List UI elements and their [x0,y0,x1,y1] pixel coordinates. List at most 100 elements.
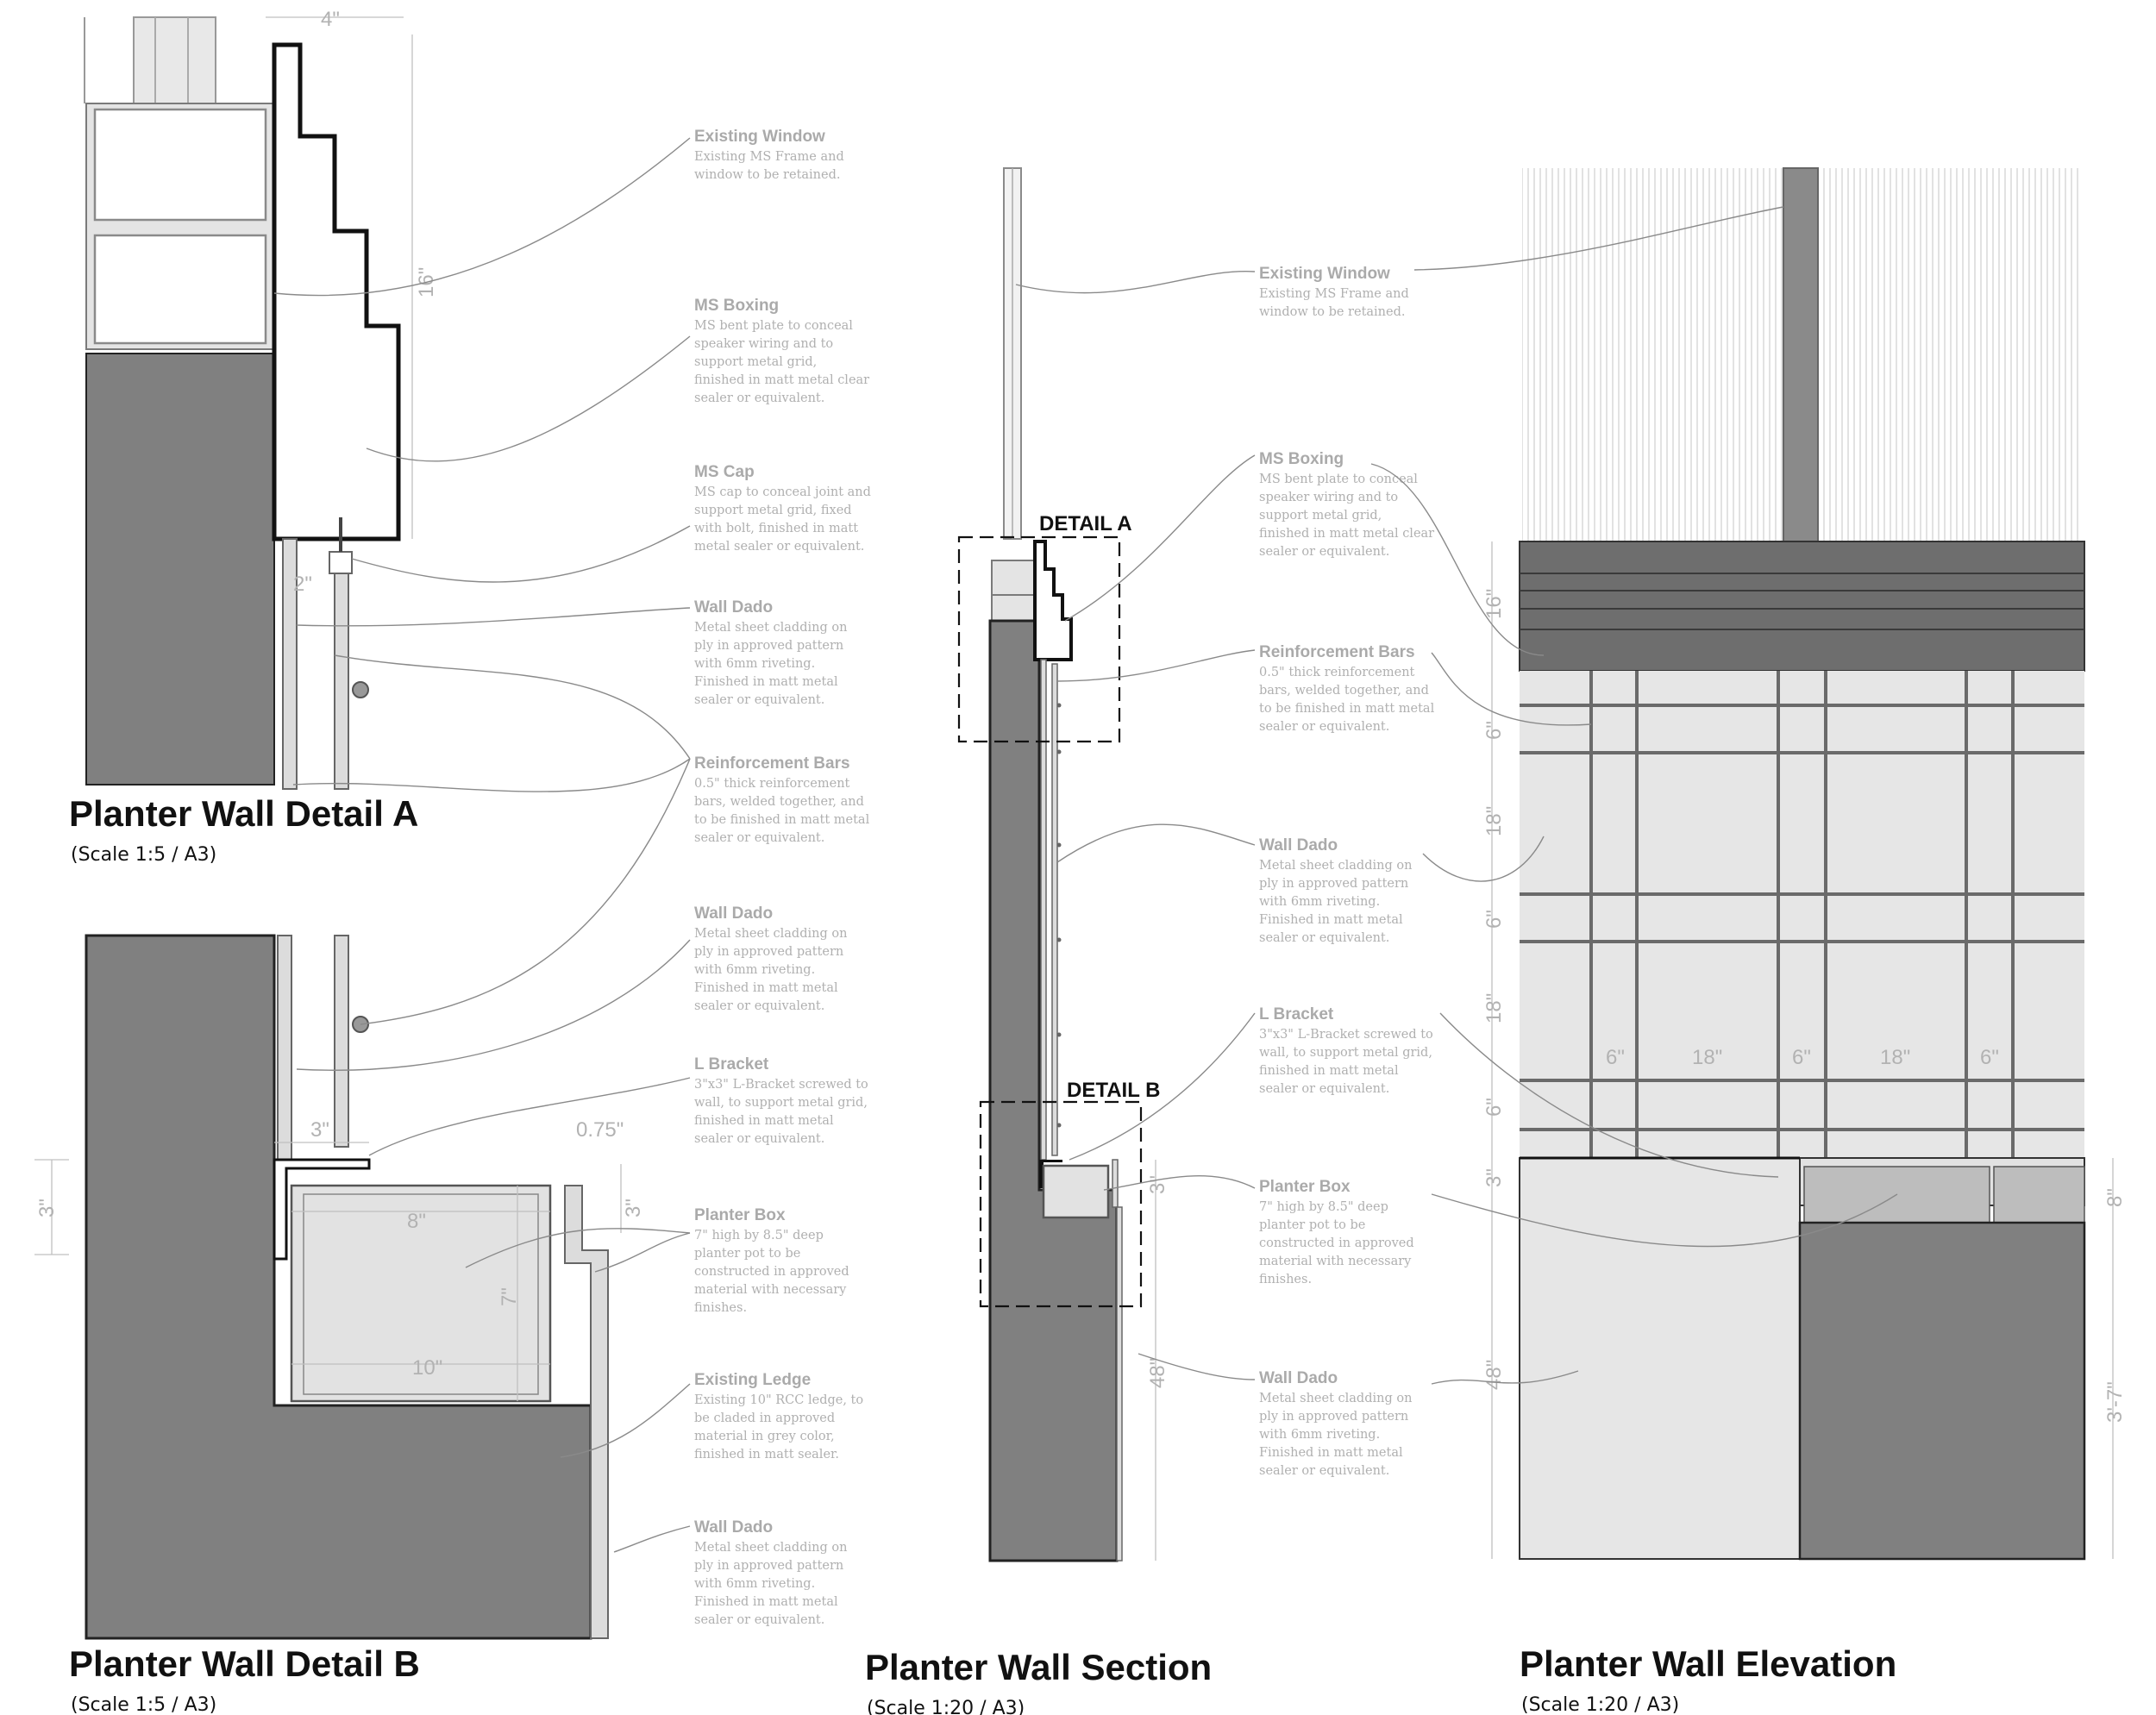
svg-text:sealer or equivalent.: sealer or equivalent. [694,1613,824,1627]
svg-text:finished in matt sealer.: finished in matt sealer. [694,1448,839,1462]
elev-dim-3-in: 3" [1482,1168,1506,1187]
svg-text:Finished in matt metal: Finished in matt metal [1259,913,1403,927]
svg-text:finished in matt metal clear: finished in matt metal clear [694,373,869,387]
svg-text:Finished in matt metal: Finished in matt metal [694,1595,838,1609]
svg-text:with 6mm riveting.: with 6mm riveting. [1259,1428,1380,1442]
svg-text:sealer or equivalent.: sealer or equivalent. [1259,720,1389,734]
svg-text:material with necessary: material with necessary [1259,1255,1412,1268]
svg-text:wall, to support metal grid,: wall, to support metal grid, [1259,1046,1432,1060]
annotation-existing-ledge: Existing Ledge Existing 10" RCC ledge, t… [694,1371,863,1462]
svg-text:finished in matt metal clear: finished in matt metal clear [1259,527,1434,541]
elev-dim-48-in: 48" [1482,1360,1506,1390]
svg-text:constructed in approved: constructed in approved [694,1265,849,1279]
svg-text:speaker wiring and to: speaker wiring and to [694,337,833,351]
detail-a-callout-box [957,535,1121,743]
dim-2-in: 2" [293,573,312,596]
elev-dim-6-in-h1: 6" [1606,1046,1625,1069]
window-pane-lower [93,234,267,345]
outer-wall-dado [564,1185,609,1639]
svg-text:sealer or equivalent.: sealer or equivalent. [1259,1464,1389,1478]
dim-10-in: 10" [412,1356,442,1380]
svg-text:Existing Window: Existing Window [1259,265,1390,283]
svg-text:0.5" thick reinforcement: 0.5" thick reinforcement [694,777,850,791]
l-bracket [273,1158,371,1261]
svg-text:L Bracket: L Bracket [1259,1005,1334,1023]
dim-075-in: 0.75" [576,1118,624,1142]
svg-text:sealer or equivalent.: sealer or equivalent. [694,831,824,845]
svg-text:MS Boxing: MS Boxing [1259,450,1344,468]
svg-text:window to be retained.: window to be retained. [1259,305,1406,319]
annotation-ms-boxing-a: MS Boxing MS bent plate to conceal speak… [694,297,869,405]
elev-dim-8-in: 8" [2103,1188,2127,1207]
annotation-reinforcement-bars-a: Reinforcement Bars 0.5" thick reinforcem… [694,754,870,845]
svg-text:wall, to support metal grid,: wall, to support metal grid, [694,1096,868,1110]
svg-text:to be finished in matt metal: to be finished in matt metal [694,813,870,827]
section-dim-3-in: 3" [1146,1175,1169,1194]
elev-dim-6-in-h3: 6" [1980,1046,1999,1069]
svg-text:planter pot to be: planter pot to be [1259,1218,1365,1232]
svg-text:ply in approved pattern: ply in approved pattern [694,639,843,653]
elev-dim-3-7: 3'-7" [2103,1381,2127,1423]
svg-text:with 6mm riveting.: with 6mm riveting. [694,657,815,671]
ms-cap-bolt-plate [329,551,353,574]
elevation-window-mullion [1783,167,1819,544]
svg-text:material with necessary: material with necessary [694,1283,847,1297]
dim-3-in-bracket: 3" [310,1118,329,1142]
svg-text:Wall Dado: Wall Dado [694,598,773,617]
svg-text:3"x3" L-Bracket screwed to: 3"x3" L-Bracket screwed to [694,1078,868,1092]
detail-b-drawing: 3" 3" 0.75" 3" 8" 7" 10" [34,934,645,1640]
svg-text:MS bent plate to conceal: MS bent plate to conceal [694,319,853,333]
section-ms-boxing [1033,540,1073,661]
section-scale: (Scale 1:20 / A3) [867,1698,1025,1715]
annotation-l-bracket-b: L Bracket 3"x3" L-Bracket screwed to wal… [694,1055,868,1146]
elevation-reinforcement-grid [1520,671,2084,1158]
annotation-ms-cap: MS Cap MS cap to conceal joint and suppo… [694,463,871,554]
annotation-wall-dado-a: Wall Dado Metal sheet cladding on ply in… [694,598,847,707]
elev-dim-16-in: 16" [1482,589,1506,619]
detail-b-callout-label: DETAIL B [1067,1079,1160,1102]
svg-text:7" high by 8.5" deep: 7" high by 8.5" deep [1259,1200,1388,1214]
annotation-reinforcement-bars-s: Reinforcement Bars 0.5" thick reinforcem… [1259,643,1435,734]
elevation-wall-dado [1520,671,2084,1158]
svg-text:Wall Dado: Wall Dado [1259,1369,1338,1387]
svg-text:MS Boxing: MS Boxing [694,297,779,315]
svg-text:Existing 10" RCC ledge, to: Existing 10" RCC ledge, to [694,1393,863,1407]
svg-text:Planter Box: Planter Box [1259,1178,1351,1196]
svg-text:finished in matt metal: finished in matt metal [1259,1064,1399,1078]
elevation-scale: (Scale 1:20 / A3) [1521,1694,1679,1715]
section-drawing: 3" 48" [957,167,1169,1562]
section-planter-box [1042,1164,1110,1219]
svg-text:sealer or equivalent.: sealer or equivalent. [1259,545,1389,559]
section-title: Planter Wall Section [865,1647,1212,1687]
wall-section [85,353,275,786]
svg-text:metal sealer or equivalent.: metal sealer or equivalent. [694,540,864,554]
svg-text:MS Cap: MS Cap [694,463,755,481]
svg-text:support metal grid, fixed: support metal grid, fixed [694,504,852,517]
svg-text:sealer or equivalent.: sealer or equivalent. [1259,931,1389,945]
svg-text:with 6mm riveting.: with 6mm riveting. [694,963,815,977]
svg-text:window to be retained.: window to be retained. [694,168,841,182]
annotation-wall-dado-s2: Wall Dado Metal sheet cladding on ply in… [1259,1369,1412,1478]
svg-text:Metal sheet cladding on: Metal sheet cladding on [1259,1392,1412,1405]
elev-dim-6-in-h2: 6" [1792,1046,1811,1069]
svg-text:Existing Ledge: Existing Ledge [694,1371,811,1389]
svg-text:with bolt, finished in matt: with bolt, finished in matt [694,522,858,535]
annotation-wall-dado-s1: Wall Dado Metal sheet cladding on ply in… [1259,836,1412,945]
elev-dim-18-in-b: 18" [1482,993,1506,1023]
svg-text:be claded in approved: be claded in approved [694,1411,835,1425]
svg-text:constructed in approved: constructed in approved [1259,1236,1414,1250]
svg-text:Existing Window: Existing Window [694,128,825,146]
elev-dim-6-in-c: 6" [1482,1098,1506,1117]
reinforcement-bar-b [334,935,349,1148]
svg-text:bars, welded together, and: bars, welded together, and [1259,684,1429,698]
annotation-existing-window-s: Existing Window Existing MS Frame and wi… [1259,265,1409,319]
dim-3-in-right: 3" [622,1199,645,1217]
elevation-drawing: 16" 6" 18" 6" 18" 6" 3" 48" 8" 3'-7" 6" … [1482,167,2127,1561]
elev-dim-6-in-b: 6" [1482,910,1506,929]
svg-text:ply in approved pattern: ply in approved pattern [1259,1410,1408,1424]
elev-dim-18-in-h1: 18" [1692,1046,1722,1069]
elevation-existing-ledge [1798,1221,2086,1561]
elevation-title: Planter Wall Elevation [1520,1643,1896,1684]
svg-text:Planter Box: Planter Box [694,1206,786,1224]
svg-text:Wall Dado: Wall Dado [694,1518,773,1537]
